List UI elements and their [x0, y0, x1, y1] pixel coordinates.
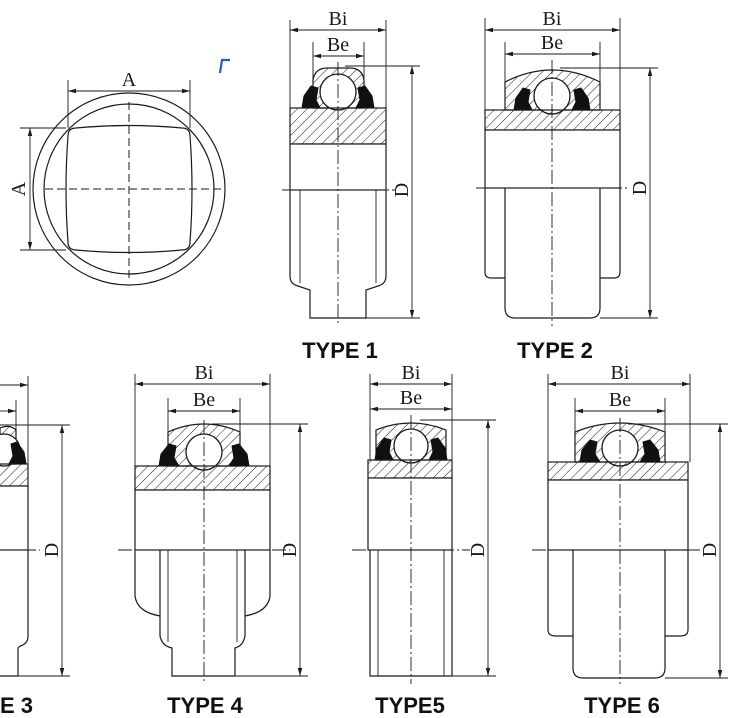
type6-inner-ring-section — [547, 461, 689, 481]
type2-inner-ring-section — [484, 109, 621, 131]
type6-label: TYPE 6 — [584, 693, 660, 718]
type4-d-label: D — [279, 543, 301, 557]
type6-bi-label: Bi — [611, 362, 630, 384]
type6-d-label: D — [699, 543, 721, 557]
a-vertical-label: A — [8, 181, 30, 196]
type5-bi-label: Bi — [402, 362, 421, 384]
blue-registration-mark — [218, 58, 230, 74]
type3-d-label: D — [41, 543, 63, 557]
type4-bearing: Bi Be D TYPE 4 — [118, 362, 308, 718]
type6-shaft-cylinder — [572, 550, 666, 679]
type4-inner-ring-section — [134, 465, 271, 491]
type2-inner-ring-body — [484, 129, 621, 189]
type6-lower-outline-right — [665, 550, 689, 637]
type5-inner-ring-body — [367, 477, 453, 551]
type4-be-label: Be — [193, 389, 215, 411]
type5-be-label: Be — [400, 387, 422, 409]
type1-label: TYPE 1 — [302, 338, 378, 363]
type1-bearing: Bi Be D TYPE 1 — [282, 8, 420, 363]
type1-be-label: Be — [327, 34, 349, 56]
type6-be-label: Be — [609, 389, 631, 411]
type1-lower-outline — [289, 190, 387, 319]
type3-lower-outline — [0, 550, 29, 677]
type4-shaft-cylinder — [159, 550, 246, 677]
type5-inner-ring-section — [367, 459, 453, 479]
type3-bearing: D E 3 — [0, 376, 70, 718]
square-bore-end-view: A A — [8, 58, 230, 286]
type2-bi-label: Bi — [543, 8, 562, 30]
type1-d-label: D — [391, 183, 413, 197]
type5-d-label: D — [467, 543, 489, 557]
a-horizontal-label: A — [122, 69, 137, 91]
type2-d-label: D — [629, 181, 651, 195]
type3-inner-ring-body — [0, 485, 29, 551]
type3-label: E 3 — [0, 693, 33, 718]
type2-label: TYPE 2 — [517, 338, 593, 363]
type6-lower-outline-left — [547, 550, 573, 637]
type3-inner-ring-section — [0, 463, 29, 487]
type2-lower-outline-right — [600, 188, 621, 279]
type4-lower-shoulder-right — [244, 550, 271, 617]
type4-bi-label: Bi — [195, 362, 214, 384]
type4-label: TYPE 4 — [167, 693, 244, 718]
type5-bearing: Bi Be D TYPE5 — [352, 362, 496, 718]
type5-label: TYPE5 — [375, 693, 445, 718]
type4-inner-ring-body — [134, 489, 271, 551]
type2-lower-outline-left — [484, 188, 505, 279]
type6-bearing: Bi Be D TYPE 6 — [532, 362, 728, 718]
type1-bi-label: Bi — [329, 8, 348, 30]
type2-shaft-cylinder — [504, 188, 601, 319]
type2-bearing: Bi Be D TYPE 2 — [476, 8, 658, 363]
type4-lower-shoulder-left — [134, 550, 161, 617]
type2-be-label: Be — [541, 32, 563, 54]
type6-inner-ring-body — [547, 479, 689, 551]
